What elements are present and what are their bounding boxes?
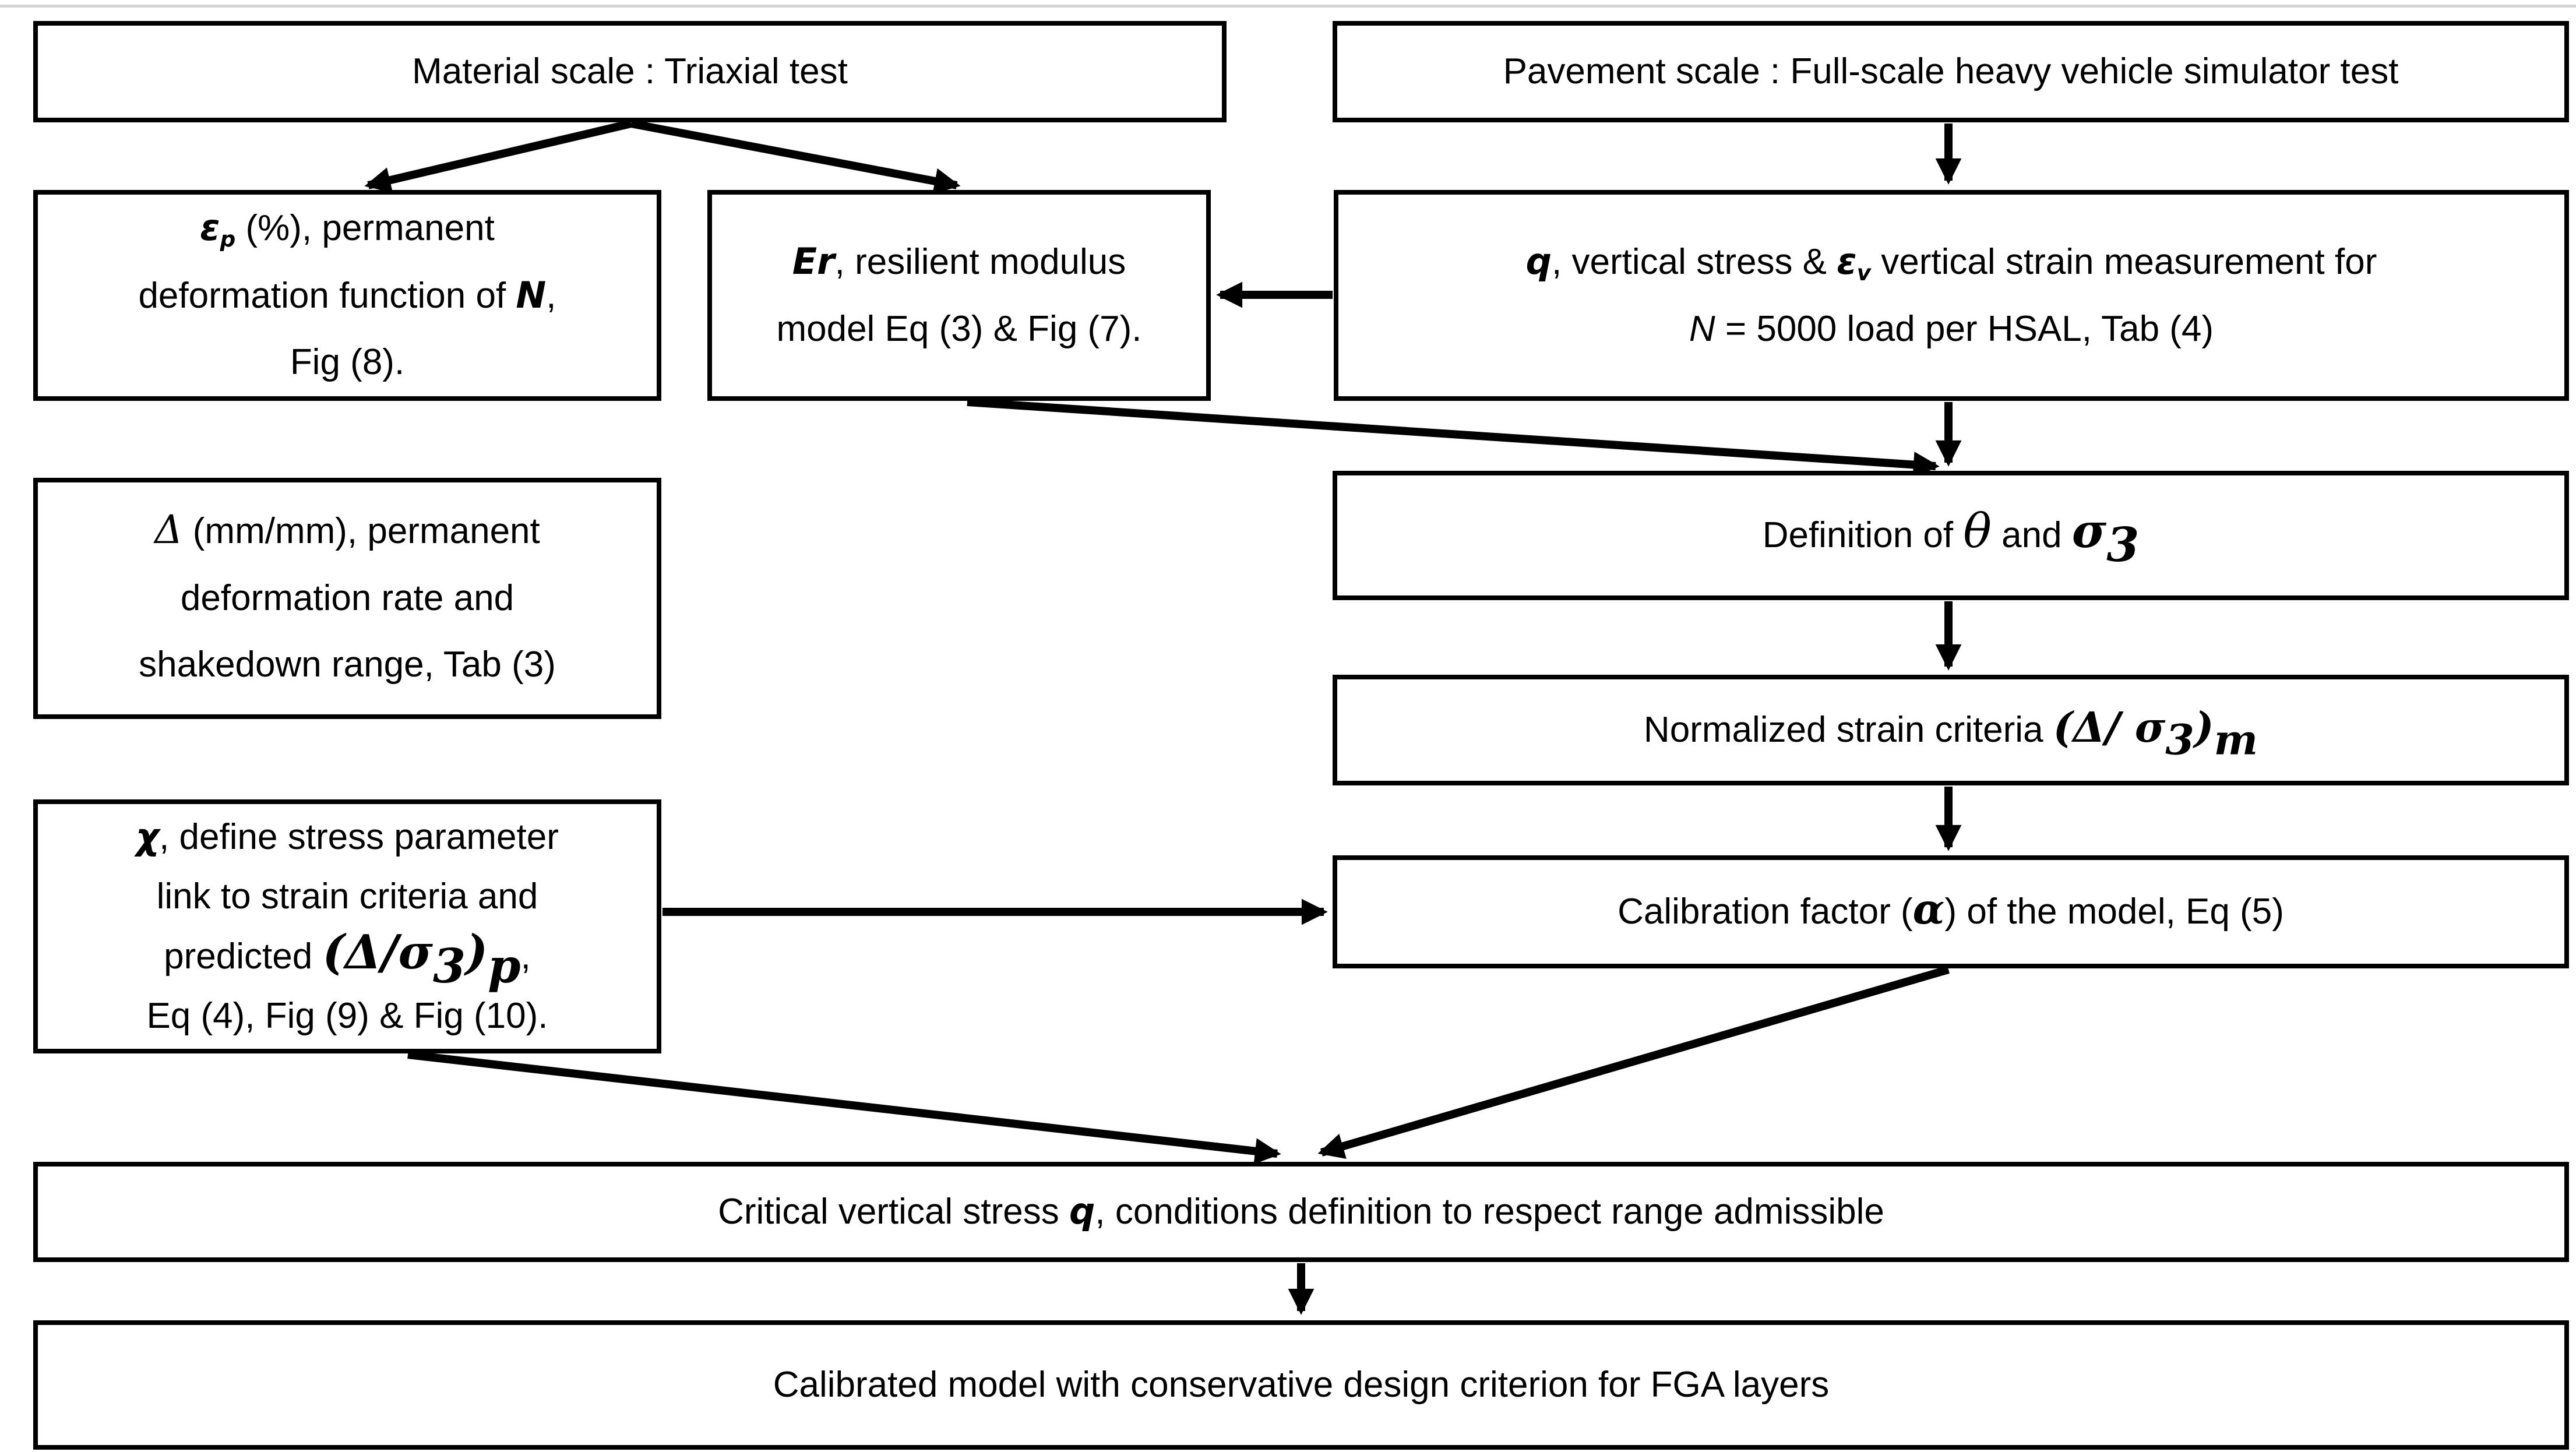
box-calibrated-model-label: Calibrated model with conservative desig…	[773, 1364, 1830, 1405]
box-calibration-factor-label: Calibration factor (α) of the model, Eq …	[1618, 884, 2284, 933]
box-stress-strain-measurement: q, vertical stress & εv vertical strain …	[1334, 190, 2569, 401]
box-stress-strain-measurement-label: q, vertical stress & εv vertical strain …	[1525, 239, 2377, 349]
box-normalized-strain-criteria: Normalized strain criteria (Δ/ σ3)m	[1333, 675, 2569, 785]
box-definition-theta-sigma: Definition of θ and σ3	[1333, 471, 2569, 600]
arrow-calibration-to-critical-stress	[1317, 965, 1950, 1159]
box-material-scale-label: Material scale : Triaxial test	[412, 51, 848, 91]
box-definition-theta-sigma-label: Definition of θ and σ3	[1762, 503, 2140, 573]
box-pavement-scale: Pavement scale : Full-scale heavy vehicl…	[1333, 21, 2569, 122]
box-normalized-strain-criteria-label: Normalized strain criteria (Δ/ σ3)m	[1643, 702, 2258, 764]
box-calibration-factor: Calibration factor (α) of the model, Eq …	[1333, 855, 2569, 968]
arrow-material-to-permanent-deformation	[364, 119, 632, 193]
arrow-material-to-resilient-modulus	[630, 119, 961, 194]
arrow-stress-parameter-to-critical-stress	[407, 1051, 1281, 1164]
box-critical-vertical-stress-label: Critical vertical stress q, conditions d…	[718, 1190, 1884, 1233]
box-pavement-scale-label: Pavement scale : Full-scale heavy vehicl…	[1503, 51, 2399, 91]
box-calibrated-model: Calibrated model with conservative desig…	[33, 1320, 2569, 1450]
box-material-scale: Material scale : Triaxial test	[33, 21, 1227, 122]
arrow-resilient-modulus-to-definition	[967, 398, 1940, 478]
box-critical-vertical-stress: Critical vertical stress q, conditions d…	[33, 1162, 2569, 1262]
slide-edge-line	[0, 5, 2576, 8]
